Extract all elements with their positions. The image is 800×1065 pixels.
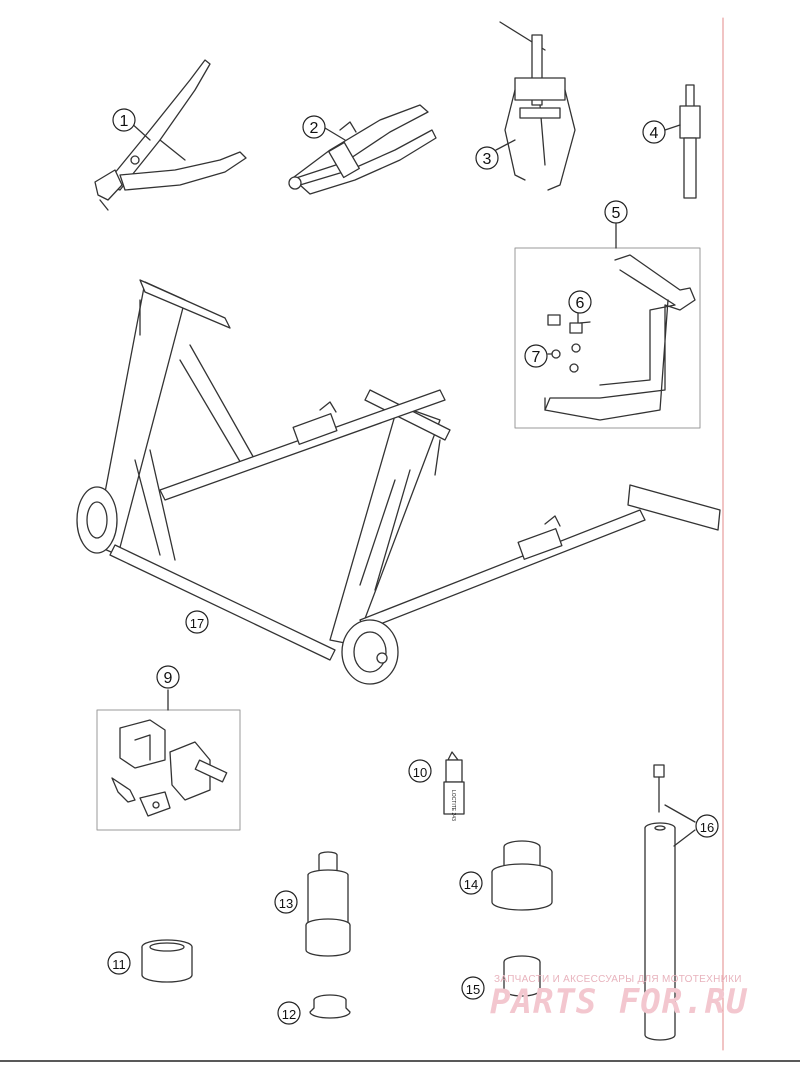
part-1-pliers bbox=[94, 59, 247, 211]
callout-4-text: 4 bbox=[650, 125, 659, 142]
callouts: 1 2 3 4 5 6 7 9 10 11 12 13 14 15 16 17 bbox=[107, 108, 719, 1025]
tube-label: LOCTITE 243 bbox=[450, 790, 456, 821]
callout-11-text: 11 bbox=[112, 957, 126, 972]
callout-1-text: 1 bbox=[120, 113, 129, 130]
part-3-puller bbox=[499, 21, 576, 191]
callout-3: 3 bbox=[475, 146, 499, 170]
part-11-bushing bbox=[141, 939, 193, 983]
part-10-loctite-tube bbox=[443, 751, 465, 815]
callout-12-text: 12 bbox=[282, 1007, 296, 1022]
callout-9-text: 9 bbox=[164, 670, 173, 687]
part-16-drift bbox=[644, 764, 696, 1041]
callout-7: 7 bbox=[524, 344, 548, 368]
part-5-frame bbox=[514, 247, 701, 429]
callout-15: 15 bbox=[461, 976, 485, 1000]
callout-14: 14 bbox=[459, 871, 483, 895]
watermark-tagline: ЗАПЧАСТИ И АКСЕССУАРЫ ДЛЯ МОТОТЕХНИКИ bbox=[494, 974, 742, 985]
callout-11: 11 bbox=[107, 951, 131, 975]
callout-15-text: 15 bbox=[466, 982, 480, 997]
part-7-nuts bbox=[551, 343, 581, 373]
part-15-sleeve bbox=[503, 955, 541, 997]
callout-14-text: 14 bbox=[464, 877, 478, 892]
callout-7-text: 7 bbox=[532, 349, 541, 366]
callout-2-text: 2 bbox=[310, 120, 319, 137]
callout-5-text: 5 bbox=[612, 205, 621, 222]
callout-17-text: 17 bbox=[190, 616, 204, 631]
callout-9: 9 bbox=[156, 665, 180, 689]
callout-4: 4 bbox=[642, 120, 666, 144]
part-9-tool-kit bbox=[111, 719, 228, 817]
part-4-slide-hammer bbox=[679, 84, 701, 199]
callout-6: 6 bbox=[568, 290, 592, 314]
part-14-sleeve bbox=[491, 840, 553, 911]
callout-10: 10 bbox=[408, 759, 432, 783]
callout-13: 13 bbox=[274, 890, 298, 914]
part-5-bracket bbox=[544, 254, 696, 421]
callout-2: 2 bbox=[302, 115, 326, 139]
callout-16: 16 bbox=[695, 814, 719, 838]
callout-12: 12 bbox=[277, 1001, 301, 1025]
callout-6-text: 6 bbox=[576, 295, 585, 312]
callout-3-text: 3 bbox=[483, 151, 492, 168]
callout-5: 5 bbox=[604, 200, 628, 224]
callout-13-text: 13 bbox=[279, 896, 293, 911]
part-17-work-stand bbox=[76, 279, 721, 685]
part-12-cap bbox=[309, 994, 351, 1019]
part-2-pliers bbox=[288, 104, 437, 195]
callout-16-text: 16 bbox=[700, 820, 714, 835]
callout-1: 1 bbox=[112, 108, 136, 132]
callout-10-text: 10 bbox=[413, 765, 427, 780]
watermark-brand: PARTS FOR.RU bbox=[490, 982, 748, 1022]
part-13-drift bbox=[305, 851, 351, 957]
callout-17: 17 bbox=[185, 610, 209, 634]
